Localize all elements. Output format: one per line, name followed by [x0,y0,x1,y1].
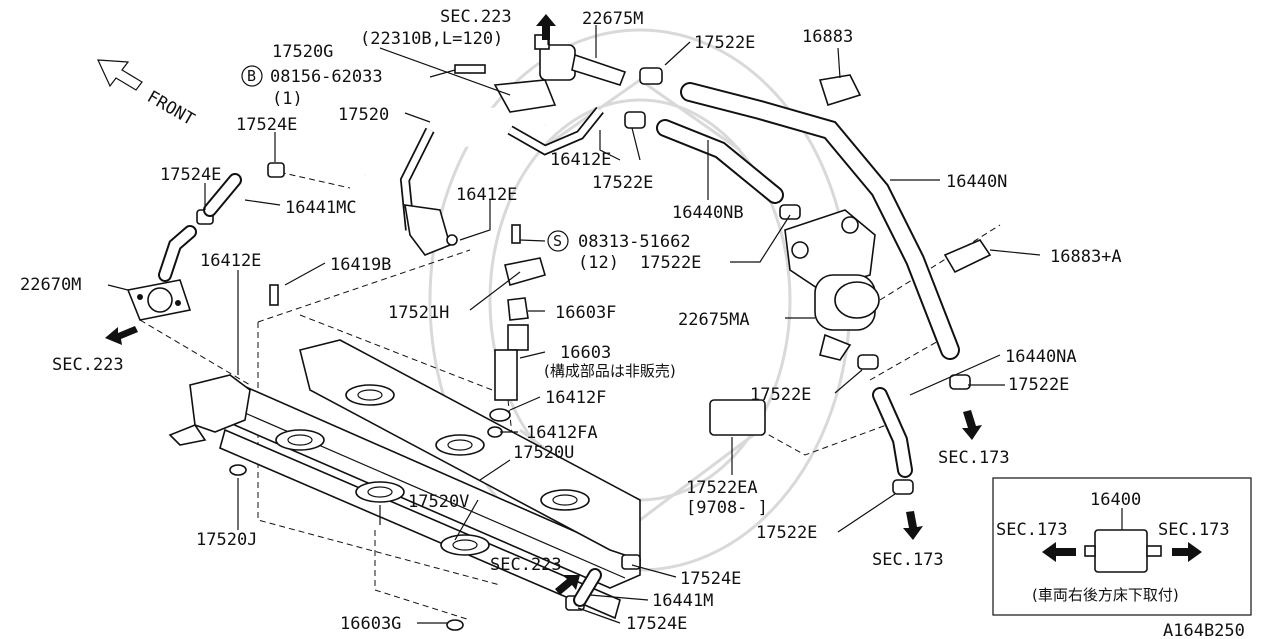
label-16441MC: 16441MC [285,198,357,218]
label-screw-s: S [553,232,562,250]
label-17520V: 17520V [408,492,469,512]
label-17520: 17520 [338,105,389,125]
label-16603-note: (構成部品は非販売) [544,362,676,380]
label-16412E-b: 16412E [456,185,517,205]
label-16440NB: 16440NB [672,203,744,223]
figure-code: A164B250 [1163,621,1245,639]
leader-lines [107,25,1041,624]
label-17524E-b: 17524E [160,165,221,185]
part-labels: SEC.223 22675M (22310B,L=120) 17522E 168… [20,7,1245,639]
label-17522E-d: 17522E [750,385,811,405]
label-16412F: 16412F [545,388,606,408]
label-17522E-b: 17522E [592,173,653,193]
label-22675M: 22675M [582,9,643,29]
label-17520G: 17520G [272,42,333,62]
arrow-up-sec223-top [536,14,556,40]
arrow-left-inset [1042,542,1076,562]
label-17522E-f: 17522E [756,523,817,543]
label-16412E-c: 16412E [200,251,261,271]
arrow-left-sec223 [105,326,138,345]
dashed-guides [139,169,1001,621]
label-sec173-a: SEC.173 [938,448,1010,468]
injector-ports [275,384,590,556]
label-17522E-c: 17522E [640,253,701,273]
label-inset-sec173-left: SEC.173 [996,520,1068,540]
label-16603: 16603 [560,343,611,363]
bolts [269,64,766,438]
fuel-pipe-17520 [362,79,604,256]
arrow-right-inset [1172,542,1202,562]
fuel-filter-inset [992,477,1252,616]
label-16603G: 16603G [340,614,401,634]
label-16440N: 16440N [946,172,1007,192]
pressure-damper-22675M [534,34,627,86]
label-16412E-a: 16412E [550,150,611,170]
label-inset-16400: 16400 [1090,490,1141,510]
arrow-front [97,59,143,91]
bracket-16883A [943,239,992,274]
bolt-b-circle [241,65,263,87]
label-16883A: 16883+A [1050,247,1122,267]
label-16412FA: 16412FA [526,423,598,443]
label-qty-12: (12) [578,253,619,273]
screw-s-circle [547,230,569,252]
arrow-down-sec173-a [962,410,982,440]
arrow-up-sec223-bottom [555,575,580,595]
label-08313: 08313-51662 [578,232,691,252]
label-22670M: 22670M [20,275,81,295]
label-17522E-a: 17522E [694,33,755,53]
label-bolt-b: B [247,67,256,85]
label-sec173-b: SEC.173 [872,550,944,570]
label-17522E-e: 17522E [1008,375,1069,395]
label-sec223-bottom: SEC.223 [490,555,562,575]
label-16419B: 16419B [330,255,391,275]
label-inset-sec173-right: SEC.173 [1158,520,1230,540]
label-17521H: 17521H [388,303,449,323]
label-16440NA: 16440NA [1005,347,1077,367]
direction-arrows [97,14,982,595]
label-front: FRONT [144,87,198,130]
label-22310B: (22310B,L=120) [360,29,503,49]
label-17524E-a: 17524E [236,115,297,135]
label-sec223-top: SEC.223 [440,7,512,27]
label-17524E-d: 17524E [626,614,687,634]
valve-22670M [126,279,192,321]
fuel-rail [168,339,641,631]
label-16441M: 16441M [652,591,713,611]
label-sec223-left: SEC.223 [52,355,124,375]
label-qty-1: (1) [272,89,303,109]
label-17522EA: 17522EA [686,478,758,498]
label-inset-note: (車両右後方床下取付) [1032,586,1179,604]
pressure-regulator-22675MA [784,209,880,361]
fuel-hoses [158,82,960,607]
label-22675MA: 22675MA [678,310,750,330]
label-17522EA-date: [9708- ] [686,498,768,518]
label-17524E-c: 17524E [680,569,741,589]
arrow-down-sec173-b [903,511,923,540]
label-16883: 16883 [802,27,853,47]
label-17520J: 17520J [196,530,257,550]
label-08156: 08156-62033 [270,67,383,87]
hose-clamps [196,67,971,611]
label-17520U: 17520U [513,443,574,463]
label-16603F: 16603F [555,303,616,323]
clip-16883 [818,74,862,107]
